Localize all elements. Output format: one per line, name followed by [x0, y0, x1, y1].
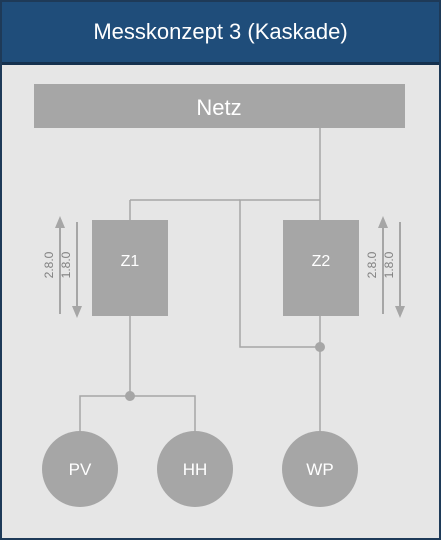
junction-dot-z1	[125, 391, 135, 401]
grid-label: Netz	[196, 95, 241, 120]
z1-register-up-label: 2.8.0	[42, 251, 56, 278]
junction-dot-z2	[315, 342, 325, 352]
z1-register-arrows	[55, 216, 82, 318]
consumer-wp	[282, 431, 358, 507]
meter-z2	[283, 220, 359, 316]
meter-z1-label: Z1	[121, 253, 140, 270]
grid-bar	[34, 84, 405, 128]
connection-lines	[79, 128, 321, 442]
z1-register-down-label: 1.8.0	[59, 251, 73, 278]
header-bar: Messkonzept 3 (Kaskade)	[2, 2, 439, 65]
meter-z2-label: Z2	[312, 253, 331, 270]
arrow-up-icon	[55, 216, 65, 228]
consumer-pv-label: PV	[69, 460, 92, 479]
page-title: Messkonzept 3 (Kaskade)	[93, 19, 348, 44]
z2-register-arrows	[378, 216, 405, 318]
consumer-pv	[42, 431, 118, 507]
consumer-hh	[157, 431, 233, 507]
arrow-down-icon	[395, 306, 405, 318]
z2-register-up-label: 2.8.0	[365, 251, 379, 278]
line-z2-to-z1	[239, 199, 320, 348]
z2-register-down-label: 1.8.0	[382, 251, 396, 278]
consumer-wp-label: WP	[306, 460, 333, 479]
arrow-up-icon	[378, 216, 388, 228]
meter-z1	[92, 220, 168, 316]
consumer-hh-label: HH	[183, 460, 208, 479]
line-junction-to-pv-hh	[79, 395, 196, 438]
arrow-down-icon	[72, 306, 82, 318]
